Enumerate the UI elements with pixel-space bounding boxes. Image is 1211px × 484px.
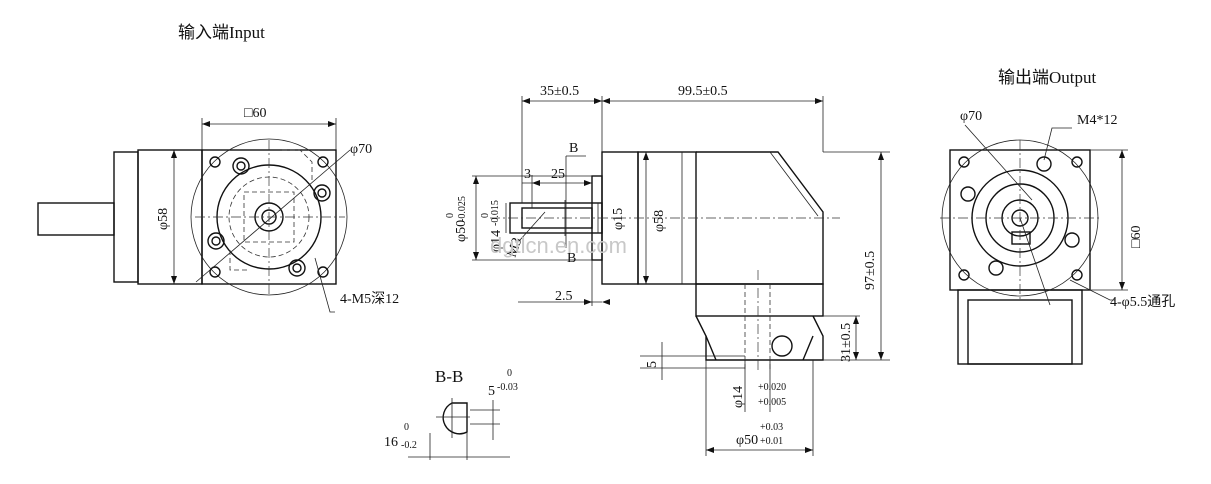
output-end-view: φ70 M4*12 □60 4-φ5.5通孔 (940, 109, 1175, 365)
key-height: 16 (384, 435, 398, 450)
output-pilot-dia: φ70 (960, 109, 982, 124)
input-holes-label: 4-M5深12 (340, 291, 399, 307)
bore-tol-lower: +0.005 (758, 397, 786, 408)
input-end-view: □60 φ58 φ70 4-M5深12 (37, 106, 399, 313)
side-view: 35±0.5 99.5±0.5 B B 3 25 φ50 0 -0.025 φ1… (445, 84, 890, 456)
output-thread: M4*12 (1077, 113, 1117, 128)
output-title: 输出端Output (998, 68, 1096, 87)
key-tol-lower: -0.03 (497, 382, 518, 393)
section-bb-view: B-B 5 0 -0.03 16 0 -0.2 (384, 367, 518, 460)
outlet-tol-upper: +0.03 (760, 422, 783, 433)
outlet-dia: φ50 (736, 433, 758, 448)
input-title: 输入端Input (178, 23, 265, 42)
dim-97: 97±0.5 (863, 251, 878, 290)
side-shaft-tol-lower: -0.015 (490, 200, 501, 226)
output-square-dim: □60 (1129, 226, 1144, 248)
key-width: 5 (488, 384, 495, 399)
side-shaft-tol-upper: 0 (480, 213, 491, 218)
key-height-tol-lower: -0.2 (401, 440, 417, 451)
section-mark-bottom: B (567, 251, 576, 266)
input-pilot-dia: φ70 (350, 142, 372, 157)
dim-31: 31±0.5 (839, 323, 854, 362)
thread-m3: M3 (505, 236, 526, 259)
dim-3: 3 (524, 167, 531, 182)
key-height-tol-upper: 0 (404, 422, 409, 433)
dim-5: 5 (645, 361, 660, 368)
dim-2-5: 2.5 (555, 289, 573, 304)
side-shaft-dia: φ14 (489, 230, 504, 252)
input-square-dim: □60 (244, 106, 266, 121)
section-label: B-B (435, 367, 463, 386)
side-pilot-dia: φ50 (454, 220, 469, 242)
side-pilot-tol-upper: 0 (445, 213, 456, 218)
dim-99-5: 99.5±0.5 (678, 84, 728, 99)
side-dim-15: φ15 (611, 208, 626, 230)
bore-dia: φ14 (731, 386, 746, 408)
side-pilot-tol-lower: -0.025 (457, 196, 468, 222)
dim-35: 35±0.5 (540, 84, 579, 99)
output-holes-label: 4-φ5.5通孔 (1110, 294, 1175, 310)
section-mark-top: B (569, 141, 578, 156)
outlet-tol-lower: +0.01 (760, 436, 783, 447)
key-tol-upper: 0 (507, 368, 512, 379)
dim-25: 25 (551, 167, 565, 182)
bore-tol-upper: +0.020 (758, 382, 786, 393)
side-body-dia: φ58 (652, 210, 667, 232)
input-body-dia: φ58 (156, 208, 171, 230)
watermark: dgtlcn.en.com (490, 233, 627, 258)
